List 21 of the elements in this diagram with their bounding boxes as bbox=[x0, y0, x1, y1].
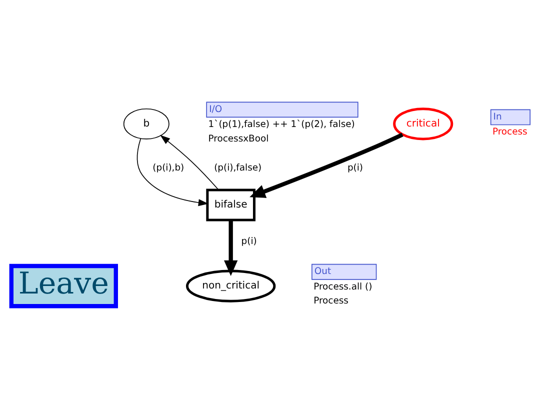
node-label: Process bbox=[492, 126, 528, 138]
node-label: Process bbox=[314, 295, 348, 306]
arrow bbox=[136, 138, 208, 206]
arrow bbox=[250, 132, 404, 198]
node-label: Out bbox=[314, 266, 332, 278]
arrow bbox=[224, 220, 238, 276]
node-ellipse: critical bbox=[393, 108, 454, 140]
edge-label: p(i) bbox=[347, 162, 364, 174]
node-box: Leave bbox=[9, 264, 118, 308]
node-label: In bbox=[493, 112, 502, 123]
node-label: ProcessxBool bbox=[208, 133, 269, 144]
node-ellipse: b bbox=[123, 108, 170, 140]
node-label: I/O bbox=[209, 104, 222, 116]
node-ellipse: non_critical bbox=[186, 270, 276, 302]
node-label: Process.all () bbox=[314, 281, 372, 292]
node-box: bifalse bbox=[206, 188, 256, 222]
edge-label: (p(i),false) bbox=[214, 162, 262, 174]
node-label: 1`(p(1),false) ++ 1`(p(2), false) bbox=[208, 119, 355, 130]
arrow bbox=[160, 135, 219, 190]
edge-label: p(i) bbox=[241, 236, 257, 248]
edge-label: (p(i),b) bbox=[152, 162, 184, 174]
